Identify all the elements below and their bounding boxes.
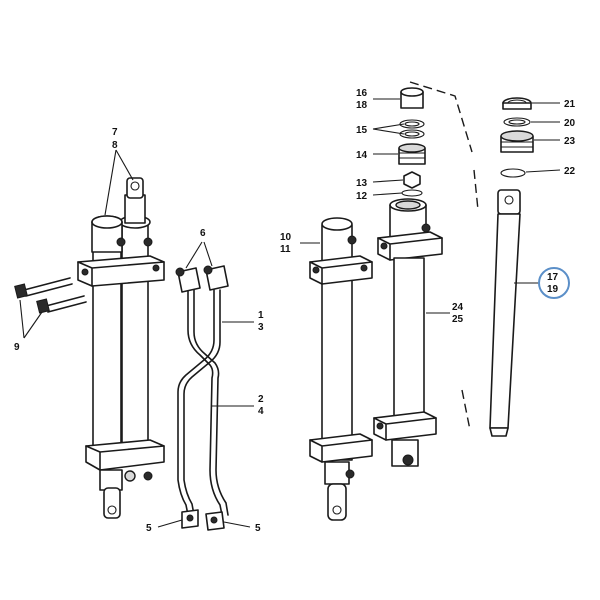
callout-19: 19 (547, 284, 559, 295)
lower-clamp-block (85, 439, 165, 471)
callout-10: 10 (280, 232, 292, 243)
callout-5-right: 5 (255, 523, 261, 534)
callout-2: 2 (258, 394, 264, 405)
callout-12: 12 (356, 191, 368, 202)
callout-9: 9 (14, 342, 20, 353)
piston-rod-17-19 (489, 97, 534, 437)
callout-labels: 7 8 6 9 1 3 2 4 5 5 10 11 16 18 15 14 13… (14, 88, 576, 534)
rear-rod-eye (126, 177, 144, 199)
callout-17: 17 (547, 272, 559, 283)
callout-6: 6 (200, 228, 206, 239)
rear-port-fitting (143, 237, 153, 247)
upper-clamp-block (77, 255, 165, 287)
callout-8: 8 (112, 140, 118, 151)
callout-14: 14 (356, 150, 368, 161)
hydraulic-lines (175, 265, 229, 531)
callout-16: 16 (356, 88, 368, 99)
callout-25: 25 (452, 314, 464, 325)
highlight-circle (538, 267, 570, 299)
front-port-fitting (116, 237, 126, 247)
callout-1: 1 (258, 310, 264, 321)
callout-5-left: 5 (146, 523, 152, 534)
callout-22: 22 (564, 166, 576, 177)
callout-13: 13 (356, 178, 368, 189)
seal-kit-stack (398, 87, 426, 197)
callout-7: 7 (112, 127, 118, 138)
leader-lines (19, 98, 561, 528)
single-cylinder-10-11 (309, 217, 373, 521)
mounting-bolts (14, 277, 87, 314)
callout-3: 3 (258, 322, 264, 333)
callout-20: 20 (564, 118, 576, 129)
callout-23: 23 (564, 136, 576, 147)
callout-21: 21 (564, 99, 576, 110)
callout-18: 18 (356, 100, 368, 111)
callout-4: 4 (258, 406, 264, 417)
callout-15: 15 (356, 125, 368, 136)
callout-24: 24 (452, 302, 464, 313)
callout-11: 11 (280, 244, 291, 255)
double-cylinder-assembly (77, 177, 165, 519)
cylinder-barrel-24-25 (373, 198, 443, 467)
